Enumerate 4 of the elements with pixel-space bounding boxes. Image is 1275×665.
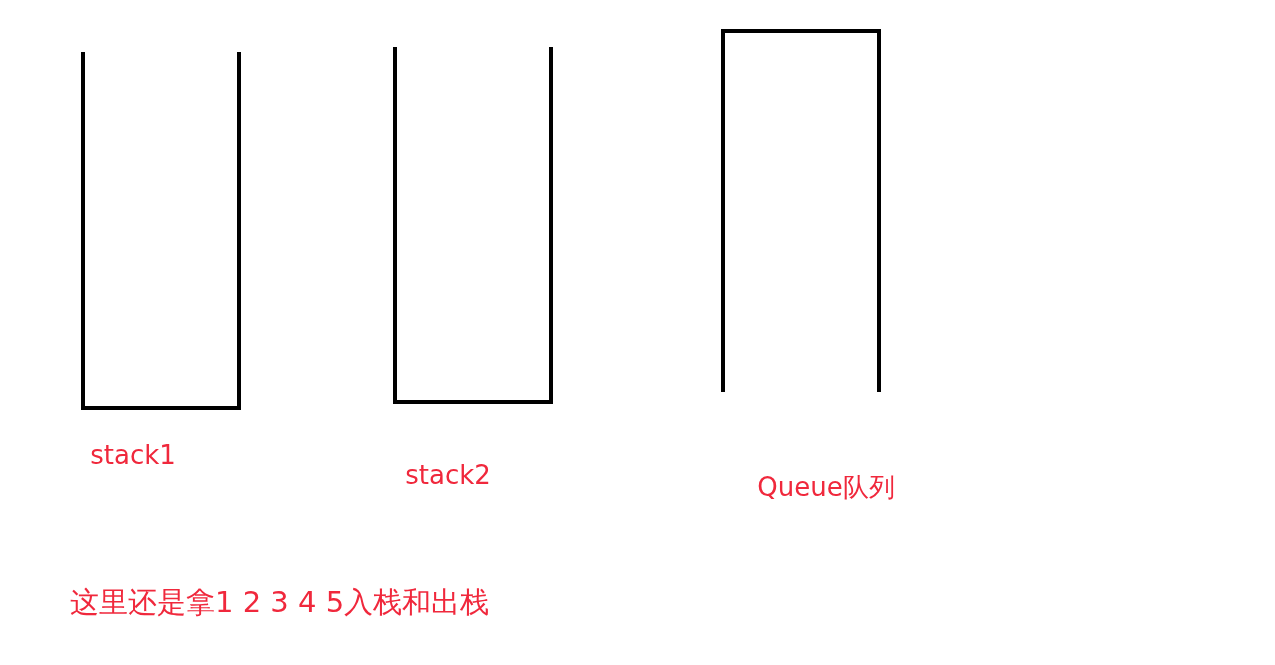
container-label: stack2 <box>405 460 491 492</box>
container-label: stack1 <box>90 440 176 472</box>
note-text: 这里还是拿1 2 3 4 5入栈和出栈 <box>70 584 490 621</box>
container-label: Queue队列 <box>757 472 895 504</box>
